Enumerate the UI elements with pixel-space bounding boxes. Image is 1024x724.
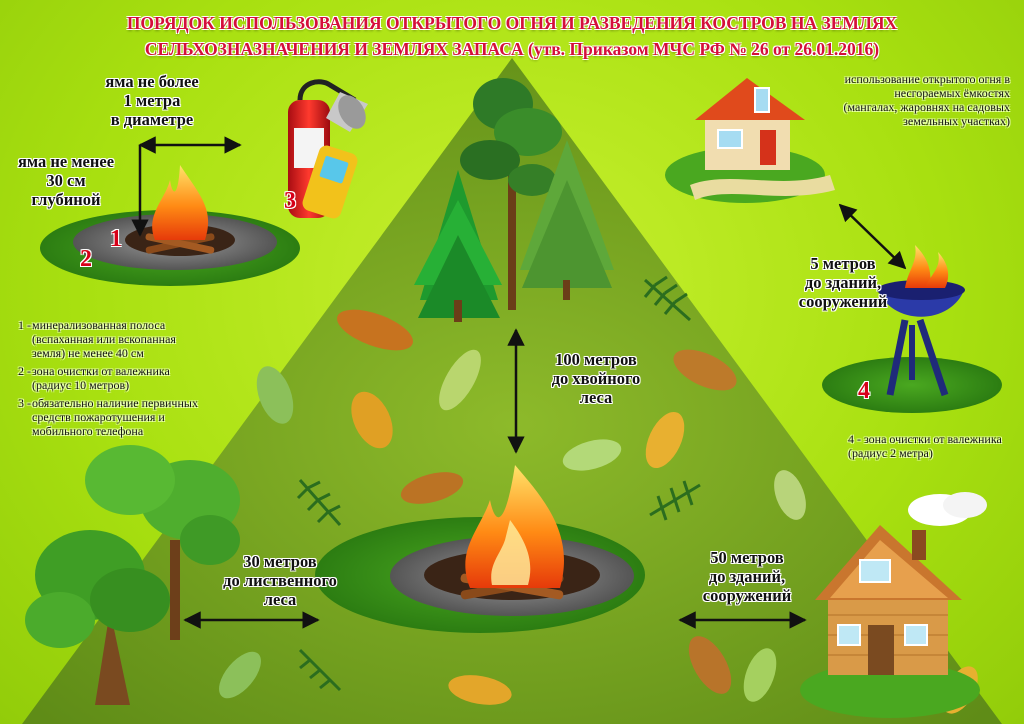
mobile-phone-icon — [302, 145, 358, 219]
main-fire-zone — [315, 465, 645, 633]
legend-item-2: 2 - зона очистки от валежника (радиус 10… — [18, 364, 170, 392]
pit-campfire-icon — [145, 165, 215, 254]
poster-title-line-1: ПОРЯДОК ИСПОЛЬЗОВАНИЯ ОТКРЫТОГО ОГНЯ И Р… — [126, 13, 898, 33]
house-icon — [665, 78, 835, 203]
marker-number-3: 3 — [284, 188, 296, 214]
marker-number-4: 4 — [858, 378, 870, 404]
legend: 1 - минерализованная полоса (вспаханная … — [14, 318, 204, 442]
fallen-leaves-decor — [219, 275, 978, 714]
poster-title-line-2: СЕЛЬХОЗНАЗНАЧЕНИЯ И ЗЕМЛЯХ ЗАПАСА (утв. … — [144, 39, 880, 59]
marker-number-2: 2 — [80, 246, 92, 272]
conifer-trees-icon — [414, 78, 614, 322]
deciduous-trees-icon — [25, 445, 240, 705]
marker-number-1: 1 — [110, 226, 122, 252]
campfire-icon — [460, 465, 564, 600]
containers-note: использование открытого огня в несгораем… — [843, 72, 1010, 128]
zone4-note: 4 - зона очистки от валежника (радиус 2 … — [848, 432, 1002, 460]
legend-item-1: 1 - минерализованная полоса (вспаханная … — [18, 318, 176, 360]
house-icon-bottom — [800, 492, 987, 718]
pit-depth-label: яма не менее 30 см глубиной — [17, 152, 115, 209]
distance-buildings-label: 50 метров до зданий, сооружений — [702, 548, 792, 605]
pit-diagram — [40, 136, 300, 286]
barbecue-grill-icon — [822, 245, 1002, 413]
distance-deciduous-label: 30 метров до лиственного леса — [223, 552, 337, 609]
legend-item-3: 3 - обязательно наличие первичных средст… — [18, 396, 198, 438]
distance-conifer-label: 100 метров до хвойного леса — [551, 350, 641, 407]
distance-grill-buildings-label: 5 метров до зданий, сооружений — [798, 254, 888, 311]
pit-diameter-label: яма не более 1 метра в диаметре — [105, 72, 199, 129]
